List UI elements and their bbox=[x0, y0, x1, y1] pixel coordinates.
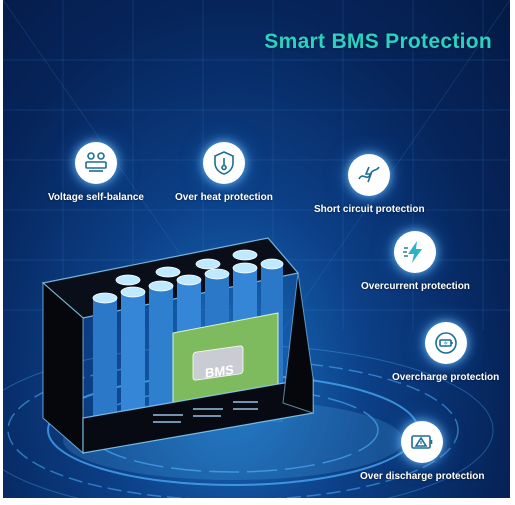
feature-overcurrent: Overcurrent protection bbox=[361, 231, 470, 292]
bms-label: BMS bbox=[205, 362, 234, 381]
overcharge-battery-icon bbox=[424, 322, 467, 364]
product-image-panel: Smart BMS Protection Voltage self-balanc… bbox=[3, 0, 510, 498]
battery-warning-icon bbox=[401, 421, 444, 463]
feature-over-heat: Over heat protection bbox=[175, 142, 273, 203]
thermometer-shield-icon bbox=[202, 142, 245, 184]
feature-over-discharge: Over discharge protection bbox=[360, 421, 484, 482]
lightning-icon bbox=[394, 231, 437, 273]
short-circuit-icon bbox=[348, 154, 391, 196]
battery-pack-illustration: BMS bbox=[41, 237, 314, 455]
balance-icon bbox=[74, 142, 117, 184]
feature-overcharge: Overcharge protection bbox=[392, 322, 499, 383]
feature-short-circuit: Short circuit protection bbox=[314, 154, 425, 215]
feature-voltage-balance: Voltage self-balance bbox=[48, 142, 144, 203]
page-title: Smart BMS Protection bbox=[264, 30, 492, 53]
